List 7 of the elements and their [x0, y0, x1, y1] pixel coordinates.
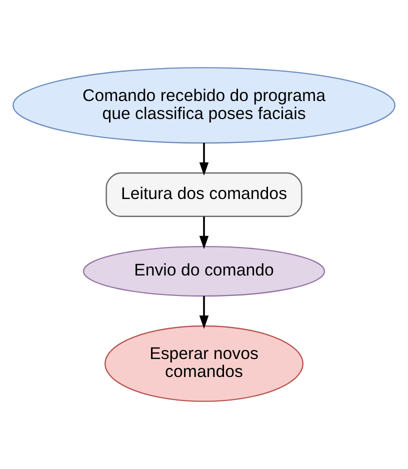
arrow	[199, 142, 209, 176]
arrow	[199, 296, 209, 329]
node-box: Leitura dos comandos	[106, 172, 302, 217]
arrow	[199, 216, 209, 250]
node-ellipse: Comando recebido do programa que classifica poses faciais	[12, 67, 396, 144]
node-ellipse: Envio do comando	[82, 246, 326, 297]
node-ellipse: Esperar novos comandos	[104, 325, 304, 402]
